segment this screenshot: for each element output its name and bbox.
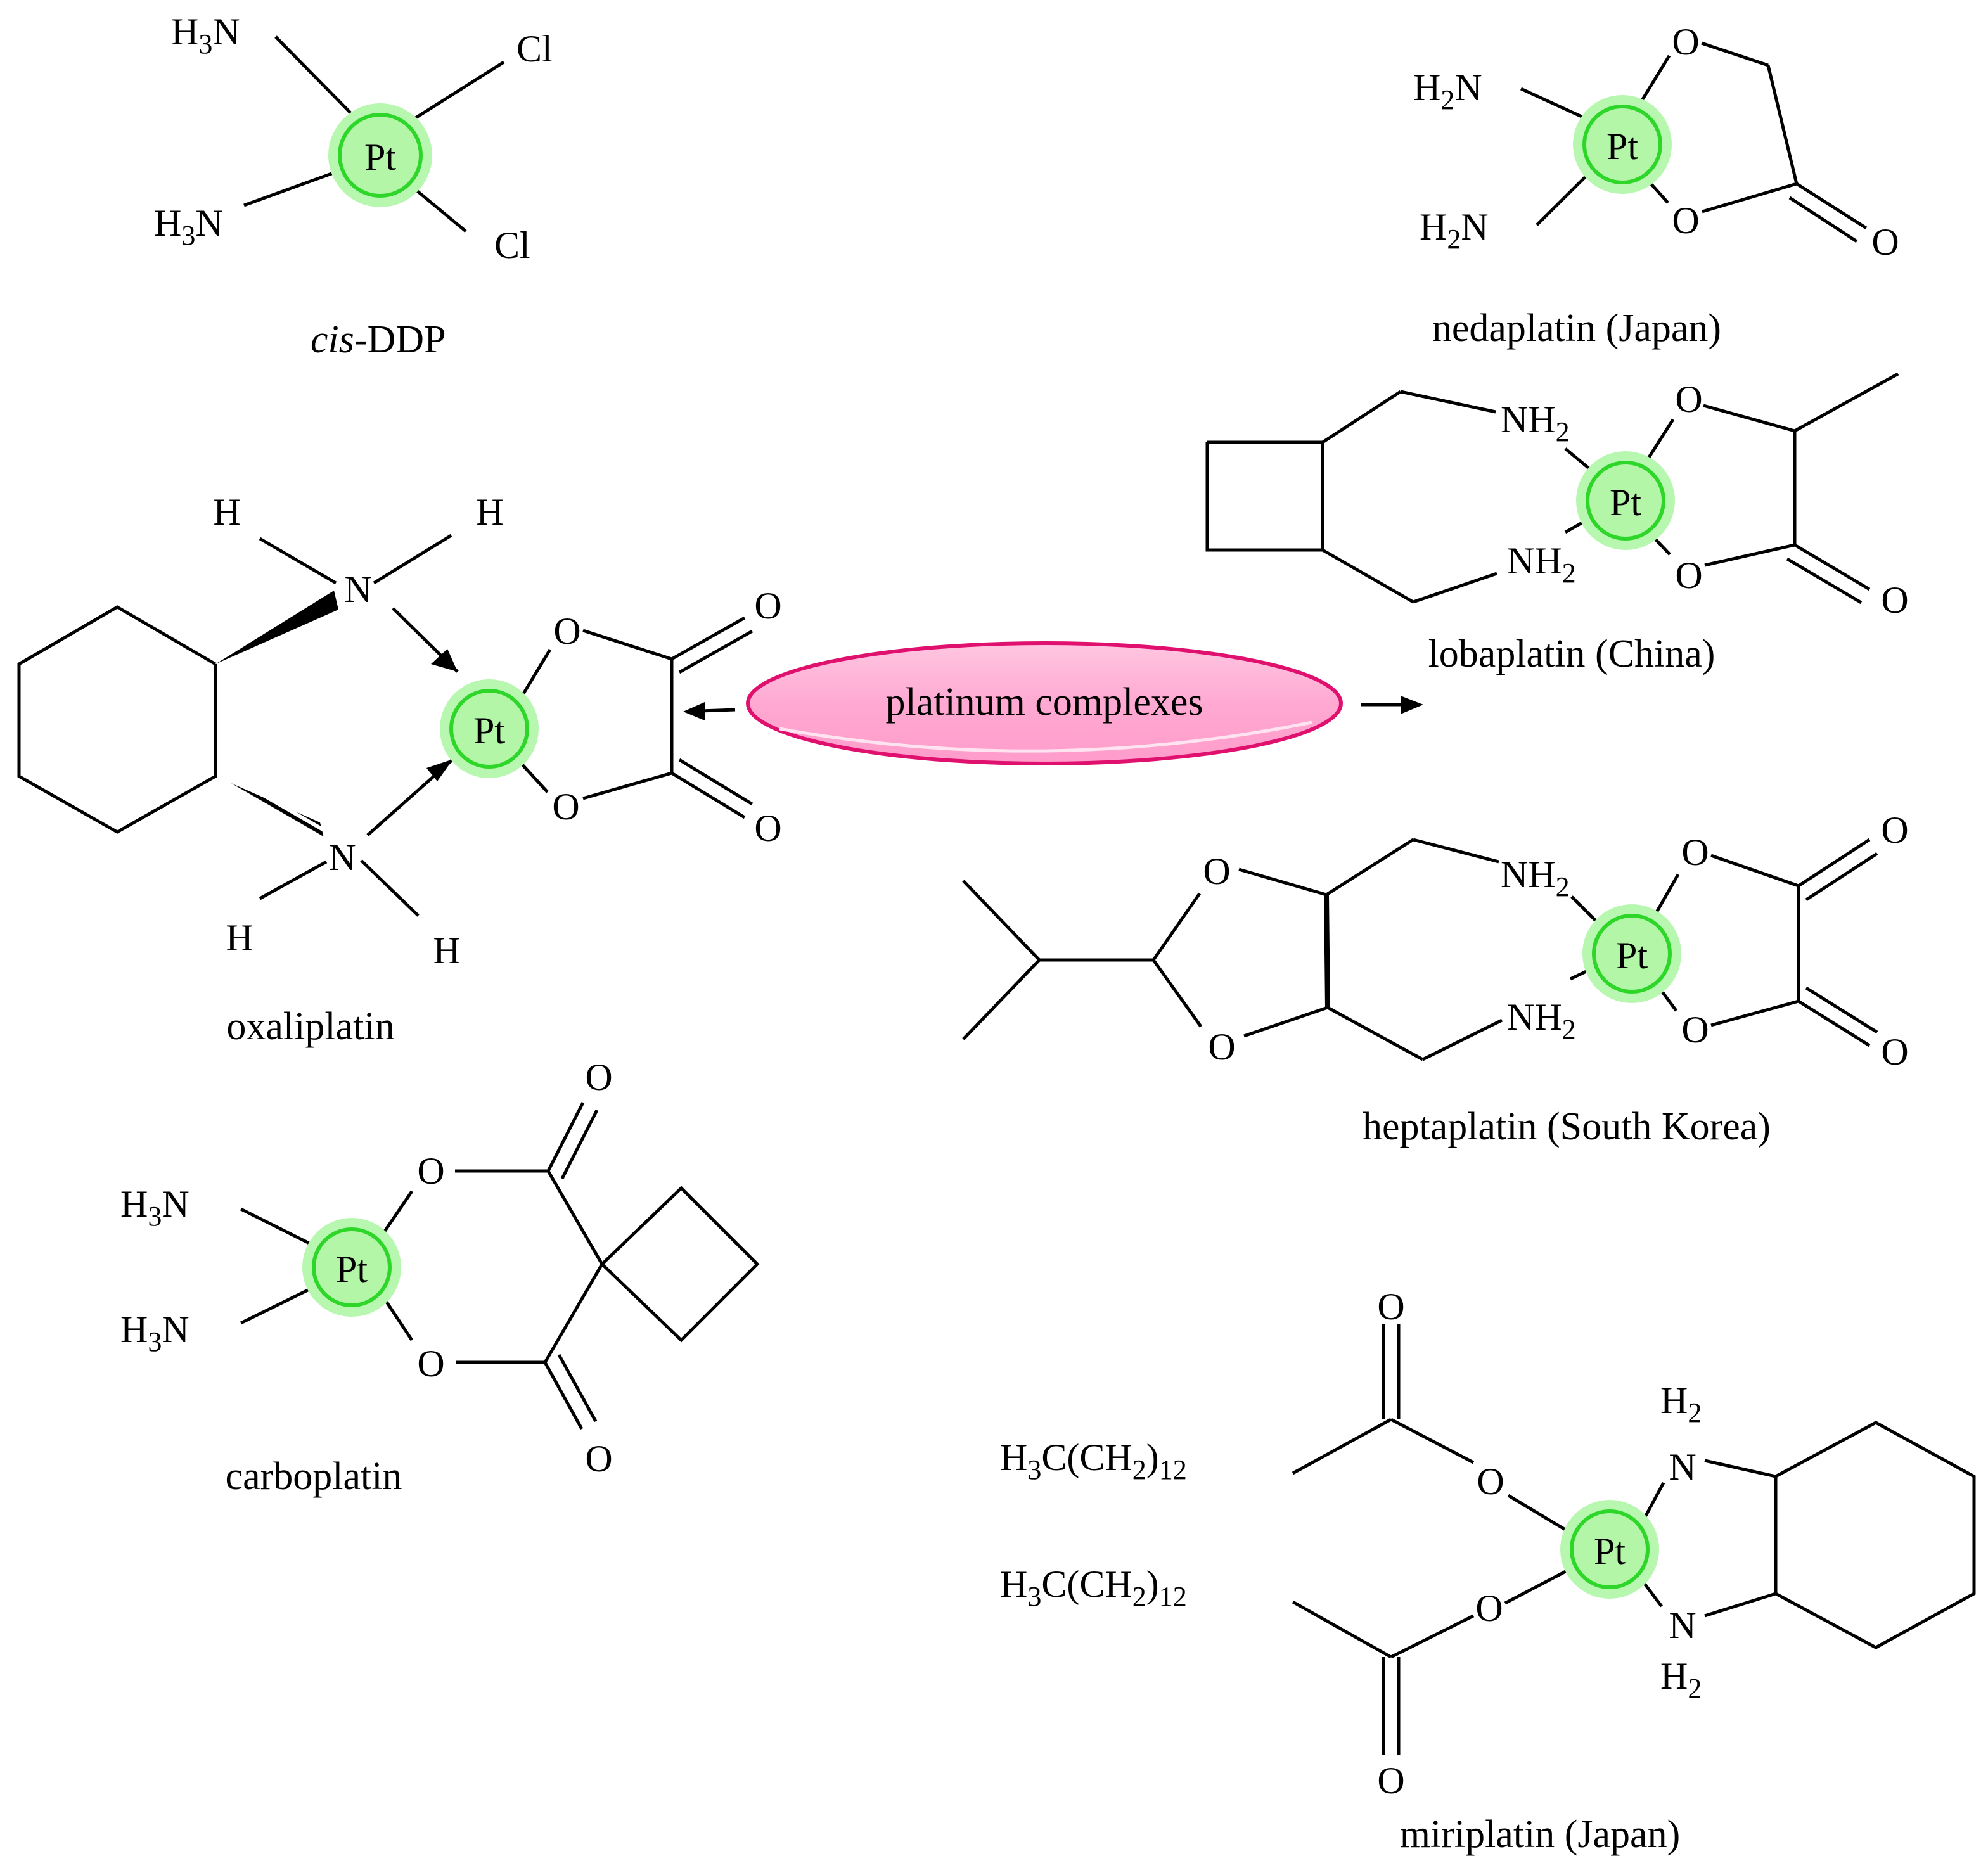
oxygen-label: O (1881, 579, 1908, 621)
oxygen-label: O (1675, 554, 1702, 596)
oxaliplatin-caption: oxaliplatin (226, 1005, 394, 1048)
arrow-right (1401, 696, 1423, 714)
oxygen-label: O (1477, 1461, 1504, 1502)
miriplatin-caption: miriplatin (Japan) (1400, 1813, 1680, 1856)
pt-label: Pt (336, 1248, 368, 1290)
pt-label: Pt (1594, 1530, 1626, 1572)
pt-label: Pt (364, 136, 396, 178)
h2n-label: H2N (1420, 206, 1489, 255)
nitrogen-label: N (344, 568, 371, 610)
center-ellipse (746, 641, 1343, 765)
miriplatin-structure: Pt H3C(CH2)12 H3C(CH2)12 O O O O N N H2 … (1000, 1286, 1976, 1856)
oxygen-label: O (417, 1343, 444, 1385)
oxygen-label: O (1377, 1760, 1404, 1801)
oxygen-label: O (1681, 831, 1709, 873)
cisplatin-structure: Pt H3N H3N Cl Cl cis-DDP (154, 11, 553, 361)
oxygen-label: O (1881, 1031, 1908, 1073)
alkyl-chain-label: H3C(CH2)12 (1000, 1563, 1187, 1612)
arrowhead (426, 759, 453, 781)
heptaplatin-structure: Pt O O NH2 NH2 O O O O heptaplatin (Sout… (962, 809, 1909, 1148)
oxygen-label: O (1675, 378, 1702, 420)
pt-center: Pt (328, 103, 432, 207)
h3n-label: H3N (120, 1309, 189, 1357)
lobaplatin-caption: lobaplatin (China) (1428, 632, 1715, 675)
pt-label: Pt (1616, 935, 1648, 976)
bonds (1520, 41, 1868, 243)
heptaplatin-caption: heptaplatin (South Korea) (1363, 1105, 1771, 1148)
bonds (962, 838, 1878, 1061)
pt-center: Pt (440, 679, 539, 778)
oxygen-label: O (1672, 200, 1699, 241)
h3n-label: H3N (154, 202, 223, 251)
nedaplatin-structure: Pt H2N H2N O O O nedaplatin (Japan) (1413, 21, 1899, 350)
pt-center: Pt (1573, 95, 1672, 194)
chlorine-label: Cl (494, 224, 530, 266)
pt-label: Pt (1606, 125, 1638, 167)
oxygen-label: O (552, 786, 579, 828)
oxygen-label: O (1377, 1286, 1404, 1328)
pt-center: Pt (1560, 1500, 1659, 1599)
center-label-group: platinum complexes (683, 641, 1423, 765)
oxygen-label: O (754, 807, 781, 849)
chlorine-label: Cl (516, 28, 553, 70)
h2-label: H2 (1660, 1379, 1702, 1428)
pt-center: Pt (302, 1218, 401, 1317)
bonds (1292, 1324, 1976, 1755)
hydrogen-label: H (433, 930, 460, 971)
oxygen-label: O (1881, 809, 1908, 851)
nh2-label: NH2 (1501, 399, 1570, 447)
oxygen-label: O (1681, 1009, 1709, 1051)
h3n-label: H3N (120, 1183, 189, 1232)
oxygen-label: O (1203, 850, 1230, 892)
pt-center: Pt (1576, 451, 1675, 550)
nitrogen-label: N (1669, 1446, 1696, 1488)
alkyl-chain-label: H3C(CH2)12 (1000, 1437, 1187, 1485)
carboplatin-structure: Pt H3N H3N O O O O carboplatin (120, 1056, 760, 1498)
oxygen-label: O (417, 1150, 444, 1192)
pt-center: Pt (1582, 904, 1681, 1003)
bonds (17, 534, 754, 917)
oxygen-label: O (1208, 1026, 1235, 1068)
oxygen-label: O (1475, 1587, 1503, 1629)
oxygen-label: O (585, 1056, 612, 1098)
nh2-label: NH2 (1507, 540, 1576, 589)
hydrogen-label: H (213, 491, 240, 533)
arrow-left (683, 702, 705, 720)
h3n-label: H3N (171, 11, 240, 60)
carboplatin-caption: carboplatin (226, 1455, 402, 1498)
nedaplatin-caption: nedaplatin (Japan) (1432, 307, 1721, 350)
oxygen-label: O (1871, 221, 1899, 263)
nitrogen-label: N (1669, 1604, 1696, 1646)
oxygen-label: O (754, 585, 781, 627)
arrowhead (431, 649, 458, 672)
hydrogen-label: H (226, 917, 253, 959)
oxygen-label: O (1672, 21, 1699, 63)
oxygen-label: O (585, 1438, 612, 1480)
nh2-label: NH2 (1507, 996, 1576, 1045)
center-label: platinum complexes (885, 681, 1203, 724)
pt-label: Pt (1610, 482, 1641, 523)
lobaplatin-structure: Pt NH2 NH2 O O O lobaplatin (China) (1205, 372, 1909, 675)
h2-label: H2 (1660, 1655, 1702, 1704)
h2n-label: H2N (1413, 67, 1482, 115)
oxygen-label: O (553, 610, 580, 652)
pt-label: Pt (473, 710, 505, 752)
nh2-label: NH2 (1501, 854, 1570, 902)
nitrogen-label: N (328, 836, 356, 878)
oxaliplatin-structure: Pt N N H H H H O O O O oxaliplatin (17, 491, 782, 1048)
hydrogen-label: H (476, 491, 503, 533)
cisplatin-caption: cis-DDP (311, 318, 446, 361)
